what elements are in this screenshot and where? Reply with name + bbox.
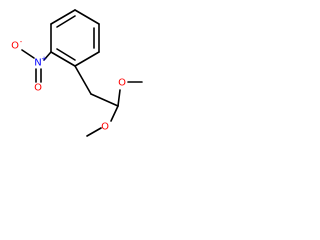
- bond-n-to-o-minus: [21, 49, 35, 59]
- atom-o-minus: O: [11, 41, 19, 52]
- atom-o-double: O: [34, 83, 42, 94]
- structure-diagram: O - N + O O O: [11, 9, 143, 137]
- bond-ch-to-o-lower: [110, 105, 119, 122]
- charge-plus: +: [41, 55, 47, 63]
- atom-o-methoxy-upper: O: [118, 78, 126, 89]
- bond-ring-to-ch2: [74, 65, 92, 95]
- nitro-group: O - N + O: [11, 38, 52, 94]
- bond-ch2-to-ch: [90, 93, 119, 107]
- charge-minus: -: [20, 38, 23, 46]
- ring-bond-bottom-left: [50, 51, 76, 67]
- ring-bond-top-right: [74, 9, 100, 25]
- ring-double-bond-bottom: [56, 48, 76, 61]
- bond-ch-to-o-upper: [117, 89, 121, 107]
- atom-n: N: [34, 58, 41, 69]
- ring-bond-bottom-right: [74, 51, 100, 67]
- atom-o-methoxy-lower: O: [101, 122, 109, 133]
- bond-ring-to-n: [43, 51, 52, 61]
- benzene-ring: [50, 9, 100, 67]
- ring-double-bond-top: [56, 15, 76, 28]
- acetal-side-chain: O O: [74, 65, 143, 137]
- ring-bond-top-left: [50, 9, 76, 25]
- bond-o-lower-to-me: [86, 127, 102, 137]
